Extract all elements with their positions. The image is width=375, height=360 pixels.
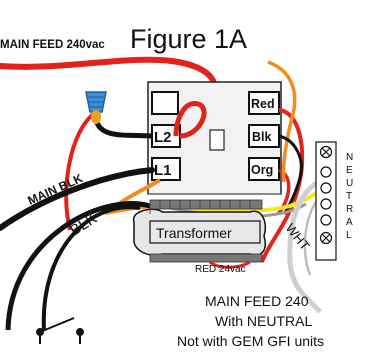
terminal-red-label: Red [251,97,275,111]
main-feed-label: MAIN FEED 240vac [0,39,105,51]
terminal-red [248,91,280,115]
note-line-2: With NEUTRAL [215,313,312,329]
main-black-wire [0,167,155,231]
neutral-letter: E [346,165,353,176]
module-indicator [209,129,225,151]
orange-wire-right [267,60,297,183]
black-lower-wire [41,205,141,331]
neutral-letter: A [346,217,353,228]
switch-icon [36,317,84,344]
note-line-3: Not with GEM GFI units [177,333,324,349]
red-24vac-label: RED 24vac [195,264,246,275]
terminal-l2-label: L2 [154,129,172,146]
terminal-org [248,157,280,181]
wht-label: WHT [283,221,313,254]
terminal-l1-label: L1 [154,162,172,179]
white-neutral-wire [287,177,324,314]
terminal-org-label: Org [251,163,273,177]
wire-nut-icon [85,91,107,124]
red-drop-wire [64,110,98,231]
neutral-letter: N [346,152,353,163]
transformer: Transformer [133,199,266,263]
terminal-blk-label: Blk [252,130,272,144]
black-lower-wire-2 [5,201,151,331]
neutral-vertical-label: NEUTRAL [346,152,353,241]
figure-title: Figure 1A [130,24,247,54]
note-line-1: MAIN FEED 240 [205,293,309,309]
black-jumper-wire [93,117,153,139]
neutral-letter: T [346,191,352,202]
red-24vac-wire [209,260,251,269]
transformer-label: Transformer [156,225,232,241]
red-loop-wire [173,101,207,139]
neutral-letter: L [346,230,352,241]
neutral-letter: R [346,204,353,215]
neutral-letter: U [346,178,353,189]
neutral-terminal-strip [315,141,337,261]
terminal-blank [151,91,179,115]
